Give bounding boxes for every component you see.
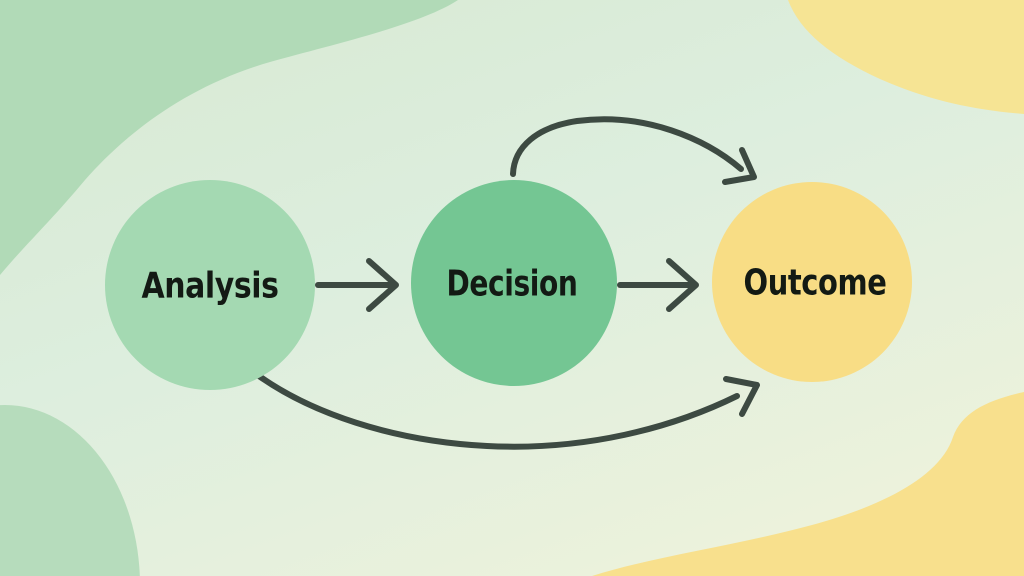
background-blob-top-right — [788, 0, 1024, 114]
curved-arrow-analysis-to-outcome-bottom — [256, 373, 760, 450]
node-decision-label: Decision — [447, 264, 578, 305]
background-blob-top-left — [0, 0, 458, 275]
arrow-shaft — [510, 116, 744, 177]
arrow-decision-to-outcome — [617, 258, 699, 312]
edges-group — [256, 116, 760, 450]
background-blob-bottom-left — [0, 405, 140, 576]
arrow-shaft — [256, 373, 740, 450]
arrowhead-icon — [723, 376, 760, 417]
background-blob-bottom-right — [592, 392, 1024, 576]
arrow-analysis-to-decision — [315, 258, 399, 312]
curved-arrow-decision-to-outcome-top — [510, 116, 757, 185]
node-decision-circle — [411, 180, 617, 386]
arrowhead-icon — [666, 258, 699, 312]
node-analysis-circle — [105, 180, 315, 390]
nodes-group: Analysis Decision Outcome — [105, 180, 912, 390]
arrowhead-icon — [722, 147, 757, 185]
node-analysis-label: Analysis — [142, 266, 279, 307]
node-outcome-circle — [712, 182, 912, 382]
node-outcome-label: Outcome — [744, 263, 887, 304]
arrowhead-icon — [366, 258, 399, 312]
